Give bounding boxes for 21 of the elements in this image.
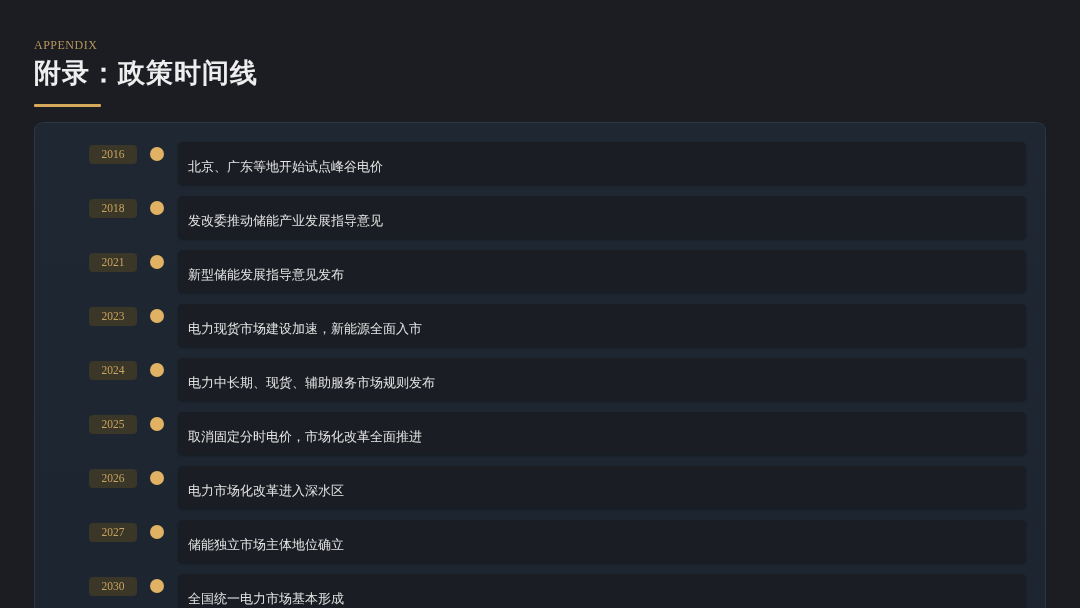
year-tag: 2026 bbox=[89, 469, 137, 488]
year-tag: 2024 bbox=[89, 361, 137, 380]
year-tag: 2018 bbox=[89, 199, 137, 218]
section-label: APPENDIX bbox=[34, 38, 98, 52]
event-text: 新型储能发展指导意见发布 bbox=[188, 267, 344, 283]
page-title: 附录：政策时间线 bbox=[34, 56, 258, 90]
timeline-panel bbox=[34, 122, 1046, 608]
event-text: 储能独立市场主体地位确立 bbox=[188, 537, 344, 553]
year-tag: 2021 bbox=[89, 253, 137, 272]
year-tag: 2016 bbox=[89, 145, 137, 164]
event-text: 取消固定分时电价，市场化改革全面推进 bbox=[188, 429, 422, 445]
event-text: 全国统一电力市场基本形成 bbox=[188, 591, 344, 607]
year-tag: 2030 bbox=[89, 577, 137, 596]
event-text: 电力中长期、现货、辅助服务市场规则发布 bbox=[188, 375, 435, 391]
year-tag: 2027 bbox=[89, 523, 137, 542]
year-tag: 2023 bbox=[89, 307, 137, 326]
event-text: 电力现货市场建设加速，新能源全面入市 bbox=[188, 321, 422, 337]
event-text: 发改委推动储能产业发展指导意见 bbox=[188, 213, 383, 229]
event-text: 北京、广东等地开始试点峰谷电价 bbox=[188, 159, 383, 175]
year-tag: 2025 bbox=[89, 415, 137, 434]
event-text: 电力市场化改革进入深水区 bbox=[188, 483, 344, 499]
